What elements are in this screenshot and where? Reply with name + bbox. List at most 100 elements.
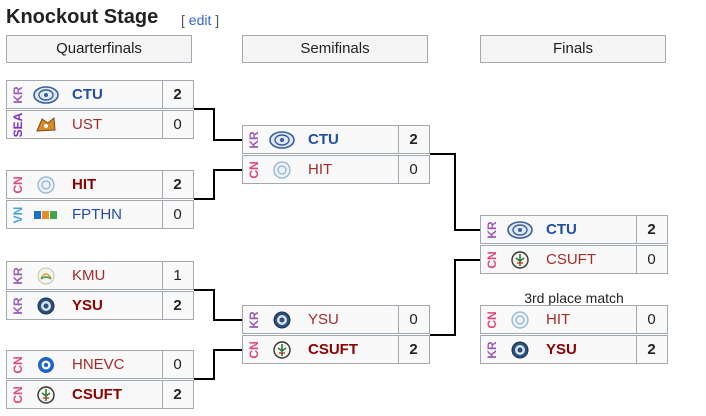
region-badge: CN — [244, 156, 264, 183]
team-score: 2 — [173, 297, 182, 314]
qf2-team-row-1: CN HIT 2 — [6, 170, 194, 199]
csuft-logo-icon — [269, 340, 295, 360]
region-badge: CN — [8, 381, 28, 408]
hit-logo-icon — [507, 310, 533, 330]
team-name[interactable]: YSU — [308, 311, 339, 328]
team-score: 2 — [173, 86, 182, 103]
connector-qf1 — [194, 108, 242, 141]
page-title: Knockout Stage — [6, 6, 159, 28]
team-score: 0 — [647, 311, 656, 328]
team-name[interactable]: CTU — [546, 221, 577, 238]
region-label: CN — [11, 175, 25, 194]
region-label: SEA — [11, 112, 25, 137]
team-score: 2 — [647, 221, 656, 238]
team-seat: CN HIT — [481, 306, 637, 333]
region-label: KR — [247, 130, 261, 149]
team-seat: KR CTU — [243, 126, 399, 153]
round-header-quarterfinals: Quarterfinals — [6, 35, 192, 63]
team-name[interactable]: YSU — [546, 341, 577, 358]
ust-logo-icon — [33, 115, 59, 135]
region-label: VN — [11, 206, 25, 223]
team-seat: KR CTU — [481, 216, 637, 243]
ysu-logo-icon — [269, 310, 295, 330]
team-name[interactable]: HIT — [308, 161, 333, 178]
team-seat: CN HIT — [7, 171, 163, 198]
team-name[interactable]: HNEVC — [72, 356, 125, 373]
ysu-logo-icon — [33, 296, 59, 316]
region-label: CN — [11, 355, 25, 374]
team-name[interactable]: CTU — [308, 131, 339, 148]
region-badge: CN — [8, 171, 28, 198]
qf4-team-row-2: CN CSUFT 2 — [6, 380, 194, 409]
round-header-semifinals: Semifinals — [242, 35, 428, 63]
edit-link[interactable]: edit — [188, 12, 212, 28]
sf1-team-row-1: KR CTU 2 — [242, 125, 430, 154]
connector-qf3 — [194, 289, 242, 321]
team-seat: KR CTU — [7, 81, 163, 108]
team-seat: VN FPTHN — [7, 201, 163, 228]
hit-logo-icon — [33, 175, 59, 195]
team-score: 0 — [173, 206, 182, 223]
team-score: 0 — [173, 356, 182, 373]
region-label: KR — [485, 340, 499, 359]
region-badge: CN — [482, 306, 502, 333]
sf2-team-row-1: KR YSU 0 — [242, 305, 430, 334]
team-score: 0 — [409, 311, 418, 328]
team-score: 0 — [647, 251, 656, 268]
team-name[interactable]: CTU — [72, 86, 103, 103]
connector-sf2 — [430, 259, 480, 336]
team-name[interactable]: FPTHN — [72, 206, 122, 223]
team-seat: CN CSUFT — [7, 381, 163, 408]
region-badge: KR — [482, 216, 502, 243]
team-name[interactable]: HIT — [72, 176, 97, 193]
region-label: KR — [247, 310, 261, 329]
final-team-row-1: KR CTU 2 — [480, 215, 668, 244]
region-label: CN — [247, 160, 261, 179]
team-name[interactable]: CSUFT — [72, 386, 122, 403]
kmu-logo-icon — [33, 266, 59, 286]
region-badge: KR — [8, 81, 28, 108]
team-name[interactable]: UST — [72, 116, 102, 133]
connector-qf2 — [194, 169, 242, 200]
team-score: 1 — [173, 267, 182, 284]
team-score: 0 — [409, 161, 418, 178]
region-label: KR — [11, 266, 25, 285]
team-name[interactable]: YSU — [72, 297, 103, 314]
ysu-logo-icon — [507, 340, 533, 360]
team-name[interactable]: KMU — [72, 267, 106, 284]
team-score: 2 — [409, 341, 418, 358]
hit-logo-icon — [269, 160, 295, 180]
team-name[interactable]: CSUFT — [546, 251, 596, 268]
csuft-logo-icon — [507, 250, 533, 270]
qf1-team-row-1: KR CTU 2 — [6, 80, 194, 109]
region-badge: SEA — [8, 111, 28, 138]
region-badge: CN — [8, 351, 28, 378]
team-score: 2 — [409, 131, 418, 148]
edit-link-wrapper: [ edit ] — [181, 12, 219, 28]
team-seat: KR KMU — [7, 262, 163, 289]
fpt-logo-icon — [33, 205, 59, 225]
team-name[interactable]: CSUFT — [308, 341, 358, 358]
final-team-row-2: CN CSUFT 0 — [480, 245, 668, 274]
round-header-finals: Finals — [480, 35, 666, 63]
team-name[interactable]: HIT — [546, 311, 571, 328]
connector-sf1 — [430, 153, 480, 231]
team-seat: CN CSUFT — [481, 246, 637, 273]
sf1-team-row-2: CN HIT 0 — [242, 155, 430, 184]
team-seat: KR YSU — [243, 306, 399, 333]
team-score: 2 — [173, 386, 182, 403]
region-badge: CN — [482, 246, 502, 273]
hnevc-logo-icon — [33, 355, 59, 375]
qf3-team-row-1: KR KMU 1 — [6, 261, 194, 290]
team-score: 2 — [173, 176, 182, 193]
ctu-logo-icon — [269, 130, 295, 150]
bracket-open: [ — [181, 12, 189, 28]
region-label: CN — [11, 385, 25, 404]
qf4-team-row-1: CN HNEVC 0 — [6, 350, 194, 379]
